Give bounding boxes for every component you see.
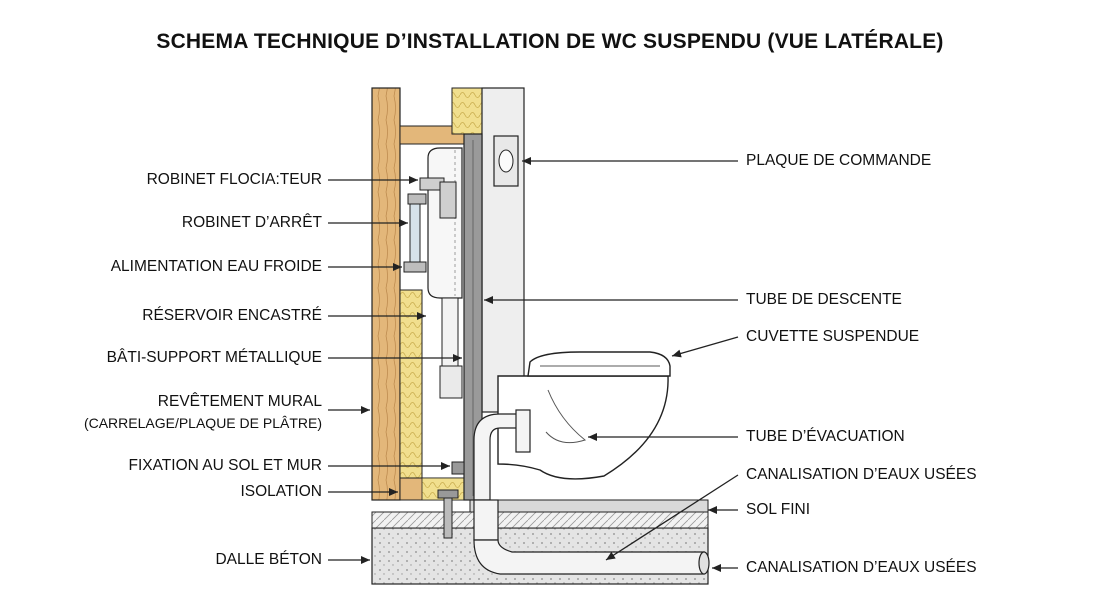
label-insulation: ISOLATION: [240, 483, 322, 500]
finished-floor: [469, 499, 709, 513]
toilet-seat: [527, 351, 671, 377]
label-wall-hung-bowl: CUVETTE SUSPENDUE: [746, 328, 920, 345]
label-float-valve: ROBINET FLOCIA:TEUR: [146, 171, 322, 188]
insulation-left: [399, 289, 423, 479]
label-shutoff-valve: ROBINET D’ARRÊT: [181, 214, 322, 231]
cold-water-pipe: [409, 203, 421, 267]
label-fixation: FIXATION AU SOL ET MUR: [128, 457, 323, 474]
label-wall-covering: REVÊTEMENT MURAL: [157, 393, 322, 410]
insulation-top: [451, 87, 483, 135]
label-flush-plate: PLAQUE DE COMMANDE: [746, 152, 932, 169]
shutoff-valve: [407, 193, 427, 205]
concealed-cistern: [427, 147, 463, 299]
floor-anchor: [443, 493, 453, 539]
label-wall-covering-sub: (CARRELAGE/PLAQUE DE PLÂTRE): [83, 415, 322, 431]
label-drain-pipe: TUBE D’ÉVACUATION: [746, 428, 905, 445]
label-concealed-cistern: RÉSERVOIR ENCASTRÉ: [142, 307, 322, 324]
diagram-title: SCHEMA TECHNIQUE D’INSTALLATION DE WC SU…: [156, 30, 944, 53]
label-sewer-2: CANALISATION D’EAUX USÉES: [746, 559, 977, 576]
label-finished-floor: SOL FINI: [746, 501, 811, 518]
wall-bracket: [451, 461, 465, 475]
label-metal-frame: BÂTI-SUPPORT MÉTALLIQUE: [106, 349, 322, 366]
floor-screed: [371, 511, 709, 529]
wall-hung-bowl: [497, 375, 669, 480]
label-flush-pipe: TUBE DE DESCENTE: [746, 291, 902, 308]
label-concrete-slab: DALLE BÉTON: [215, 551, 322, 568]
label-cold-water-supply: ALIMENTATION EAU FROIDE: [110, 258, 322, 275]
wood-stud-left: [371, 87, 401, 501]
label-sewer-1: CANALISATION D’EAUX USÉES: [746, 466, 977, 483]
